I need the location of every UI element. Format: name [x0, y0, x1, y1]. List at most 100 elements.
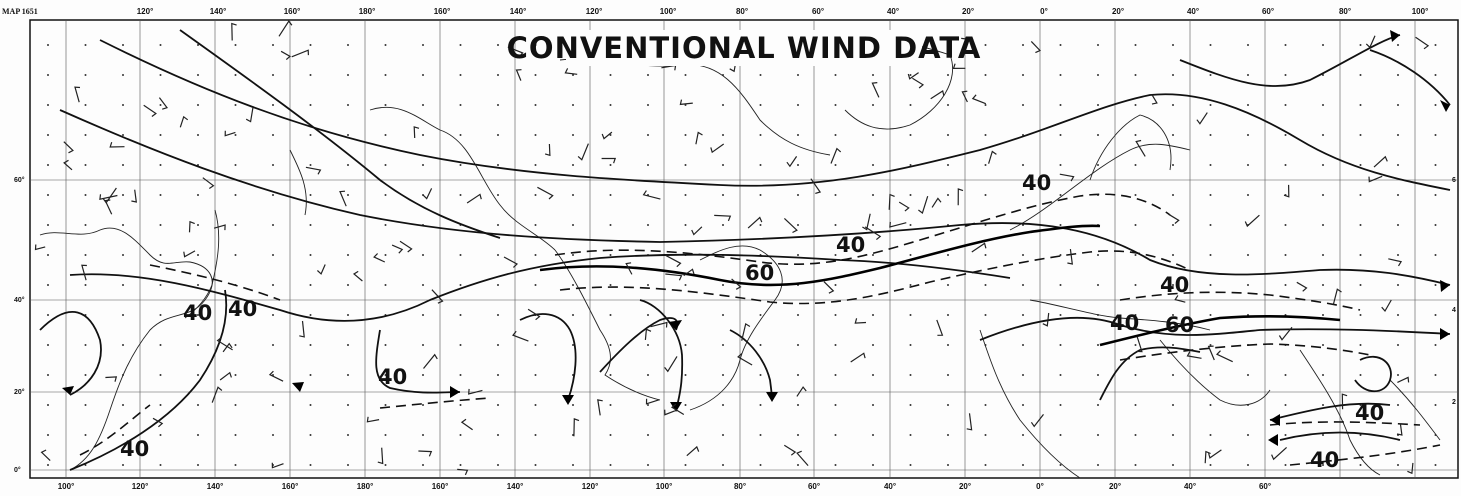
grid-dot	[47, 464, 49, 466]
africa-coast	[979, 329, 1081, 479]
grid-dot	[234, 344, 237, 346]
wind-barb	[783, 444, 797, 456]
grid-dot	[534, 434, 537, 436]
grid-dot	[534, 254, 537, 256]
grid-dot	[122, 134, 124, 136]
grid-dot	[572, 404, 574, 406]
grid-dot	[1134, 104, 1137, 106]
grid-dot	[1434, 464, 1437, 466]
grid-dot	[872, 224, 874, 226]
bottom-longitude-scale: 100° 120° 140° 160° 180° 160° 140° 120° …	[58, 482, 1271, 491]
grid-dot	[984, 284, 987, 286]
grid-dot	[984, 104, 987, 106]
grid-dot	[309, 284, 312, 286]
arrowhead	[1440, 280, 1450, 292]
grid-dot	[1247, 284, 1249, 286]
grid-dot	[1322, 134, 1324, 136]
wind-barb	[1332, 288, 1342, 305]
grid-dot	[1134, 344, 1137, 346]
grid-dot	[984, 44, 987, 46]
grid-dot	[647, 224, 649, 226]
grid-dot	[309, 404, 312, 406]
grid-dot	[647, 344, 649, 346]
grid-dot	[609, 374, 612, 376]
grid-dot	[122, 404, 124, 406]
grid-dot	[459, 374, 462, 376]
india-coast	[1299, 349, 1381, 476]
grid-dot	[1172, 314, 1174, 316]
streamlines	[39, 29, 1451, 471]
grid-dot	[1434, 104, 1437, 106]
grid-dot	[947, 284, 949, 286]
grid-dot	[647, 134, 649, 136]
grid-dot	[459, 104, 462, 106]
longitude-label: 60°	[1259, 482, 1271, 491]
wind-barb	[1278, 326, 1293, 341]
wind-barb	[152, 417, 164, 428]
grid-dot	[1284, 284, 1287, 286]
grid-dot	[534, 164, 537, 166]
japan-coast	[184, 209, 220, 319]
grid-dot	[609, 404, 612, 406]
wind-barb	[564, 68, 578, 75]
wind-barb	[686, 445, 700, 457]
top-longitude-scale: 120° 140° 160° 180° 160° 140° 120° 100° …	[137, 7, 1429, 16]
grid-dot	[197, 374, 199, 376]
grid-dot	[947, 254, 949, 256]
wind-barb	[271, 462, 284, 469]
grid-dot	[422, 134, 424, 136]
grid-dot	[1097, 74, 1099, 76]
wind-barb	[931, 197, 942, 208]
grid-dot	[1247, 44, 1249, 46]
grid-dot	[384, 134, 387, 136]
grid-dot	[384, 434, 387, 436]
grid-dot	[1247, 464, 1249, 466]
grid-dot	[1359, 164, 1362, 166]
grid-dot	[947, 194, 949, 196]
grid-dot	[1397, 314, 1399, 316]
grid-dot	[947, 344, 949, 346]
wind-barb	[188, 220, 195, 233]
grid-dot	[647, 284, 649, 286]
grid-dot	[1022, 344, 1024, 346]
grid-dot	[1059, 194, 1062, 196]
grid-dot	[234, 44, 237, 46]
longitude-label: 160°	[432, 482, 449, 491]
wind-barb	[63, 159, 73, 171]
grid-dot	[497, 464, 499, 466]
grid-dot	[1209, 344, 1212, 346]
grid-dot	[534, 284, 537, 286]
grid-dot	[47, 284, 49, 286]
grid-dot	[759, 164, 762, 166]
wind-barb	[1365, 35, 1376, 49]
wind-barb	[105, 376, 118, 382]
grid-dot	[722, 134, 724, 136]
grid-dot	[422, 164, 424, 166]
grid-dot	[797, 464, 799, 466]
grid-dot	[1097, 164, 1099, 166]
grid-dot	[1434, 224, 1437, 226]
grid-dot	[872, 404, 874, 406]
grid-dot	[1059, 134, 1062, 136]
grid-dot	[309, 344, 312, 346]
grid-dot	[1322, 284, 1324, 286]
southeast-asia-coast	[1389, 379, 1441, 441]
grid-dot	[797, 74, 799, 76]
grid-dot	[1022, 464, 1024, 466]
grid-dot	[1172, 44, 1174, 46]
grid-dot	[459, 194, 462, 196]
grid-dot	[1359, 284, 1362, 286]
wind-barb	[515, 69, 522, 81]
grid-dot	[1322, 104, 1324, 106]
wind-barb	[871, 82, 880, 98]
grid-dot	[272, 404, 274, 406]
grid-dot	[47, 314, 49, 316]
jet-axis	[1099, 314, 1341, 347]
wind-barb	[664, 356, 678, 373]
grid-dot	[722, 164, 724, 166]
grid-dot	[609, 134, 612, 136]
grid-dot	[1397, 74, 1399, 76]
grid-dot	[572, 104, 574, 106]
grid-dot	[422, 254, 424, 256]
grid-dot	[1322, 224, 1324, 226]
